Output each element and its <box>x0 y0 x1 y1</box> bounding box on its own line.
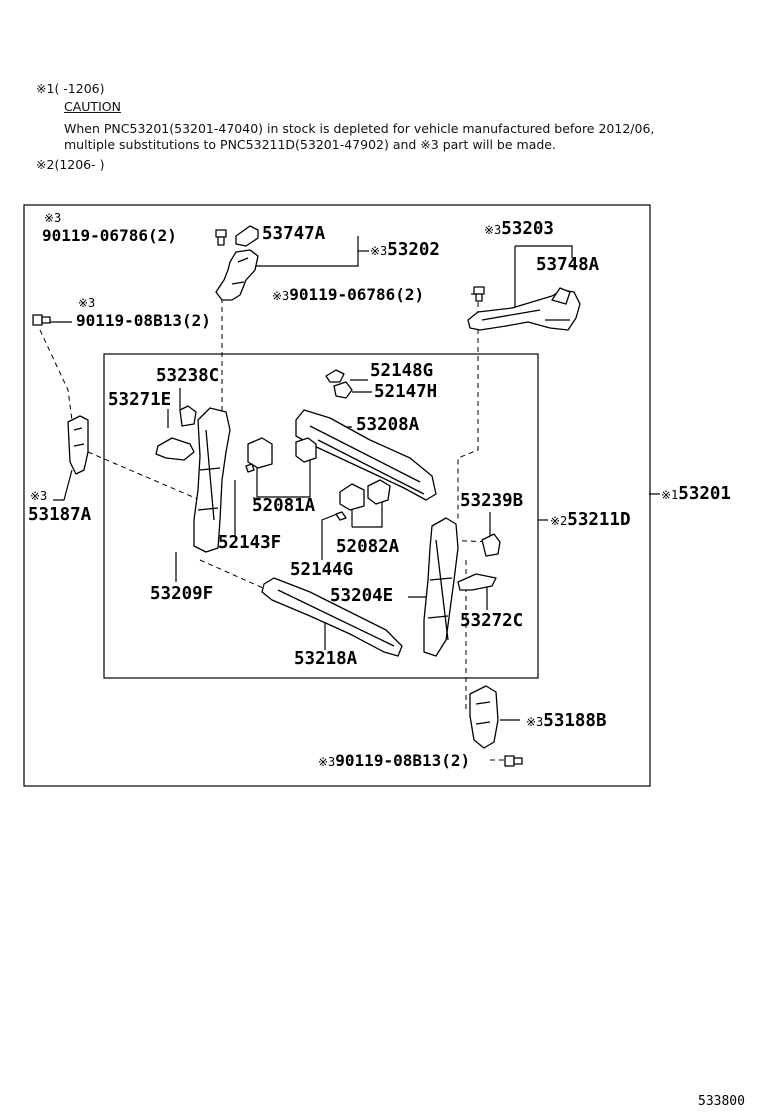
mark-x3-bolt-a: ※3 <box>44 211 62 225</box>
label-90119-08B13-a: 90119-08B13(2) <box>76 311 211 330</box>
label-52082A: 52082A <box>336 537 400 557</box>
label-52147H: 52147H <box>374 382 438 402</box>
figure-code: 533800 <box>698 1094 745 1109</box>
caution-title: CAUTION <box>64 99 121 114</box>
label-53203: ※353203 <box>484 219 554 239</box>
label-53239B: 53239B <box>460 491 524 511</box>
label-53208A: 53208A <box>356 415 420 435</box>
label-53211D: ※253211D <box>550 510 631 530</box>
label-52148G: 52148G <box>370 361 434 381</box>
mark-x3-bolt-08B13-a: ※3 <box>78 296 96 310</box>
label-52081A: 52081A <box>252 496 316 516</box>
inner-frame <box>103 353 539 679</box>
label-53238C: 53238C <box>156 366 220 386</box>
bolt-90119-08B13-a <box>32 314 51 326</box>
label-53201: ※153201 <box>661 484 731 504</box>
label-52144G: 52144G <box>290 560 354 580</box>
label-53209F: 53209F <box>150 584 214 604</box>
label-53204E: 53204E <box>330 586 394 606</box>
bolt-90119-06786-b <box>473 286 485 302</box>
label-53218A: 53218A <box>294 649 358 669</box>
label-53187A: 53187A <box>28 505 92 525</box>
mark-x3-53187A: ※3 <box>30 489 48 503</box>
caution-line-1: When PNC53201(53201-47040) in stock is d… <box>64 121 655 136</box>
label-53748A: 53748A <box>536 255 600 275</box>
outer-frame <box>23 204 651 787</box>
label-53747A: 53747A <box>262 224 326 244</box>
label-52143F: 52143F <box>218 533 282 553</box>
label-90119-06786-a: 90119-06786(2) <box>42 226 177 245</box>
bolt-90119-06786-a <box>215 229 227 246</box>
label-53272C: 53272C <box>460 611 524 631</box>
bolt-90119-08B13-b <box>504 755 523 767</box>
label-90119-06786-b: ※390119-06786(2) <box>272 285 425 304</box>
caution-line-2: multiple substitutions to PNC53211D(5320… <box>64 137 556 152</box>
label-53202: ※353202 <box>370 240 440 260</box>
note-1: ※1( -1206) <box>36 81 105 96</box>
note-2: ※2(1206- ) <box>36 157 105 172</box>
label-53271E: 53271E <box>108 390 172 410</box>
label-53188B: ※353188B <box>526 711 607 731</box>
label-90119-08B13-b: ※390119-08B13(2) <box>318 751 471 770</box>
